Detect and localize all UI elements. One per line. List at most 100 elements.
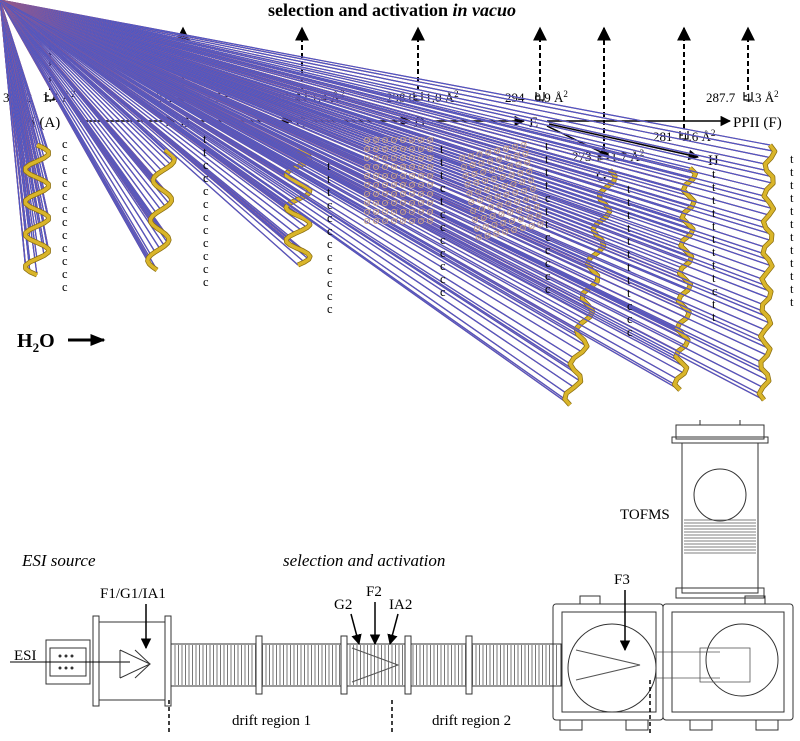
isomer-H-2: t: [712, 193, 716, 207]
isomer-F-1: t: [790, 165, 794, 179]
ia2-label: IA2: [389, 597, 412, 613]
isomer-G-11: c: [627, 325, 633, 339]
drift-tube-flanges: [255, 635, 473, 695]
peptide-structures: [0, 0, 778, 407]
isomer-H-7: t: [712, 258, 716, 272]
main-chamber-left-inner: [561, 611, 657, 713]
isomer-A-9: c: [62, 254, 68, 268]
isomer-F-11: t: [790, 295, 794, 309]
isomer-D-11: c: [440, 285, 446, 299]
isomer-C-11: c: [327, 302, 333, 316]
isomer-A-10: c: [62, 267, 68, 281]
g2-label: G2: [334, 597, 352, 613]
f3-funnel: [575, 649, 641, 681]
isomer-H-10: t: [712, 297, 716, 311]
main-chamber-right: [662, 603, 794, 721]
f1g1ia1-label: F1/G1/IA1: [100, 586, 166, 602]
crystal-lattices: [363, 136, 544, 241]
state-label-F: PPII (F): [733, 115, 782, 131]
isomer-B-6: c: [203, 210, 209, 224]
isomer-D-0: t: [440, 142, 444, 156]
isomer-H-11: t: [712, 310, 716, 324]
isomer-E-7: c: [545, 230, 551, 244]
isomer-H-1: t: [712, 180, 716, 194]
source-flange-right: [164, 615, 172, 707]
isomer-D-2: t: [440, 168, 444, 182]
state-label-D: D: [414, 115, 425, 131]
pointer-g2: [350, 613, 362, 646]
isomer-E-0: t: [545, 139, 549, 153]
isomer-G-4: t: [627, 234, 631, 248]
isomer-E-6: t: [545, 217, 549, 231]
isomer-A-1: c: [62, 150, 68, 164]
isomer-F-7: t: [790, 243, 794, 257]
esi-label: ESI: [14, 648, 37, 664]
chamber-port-left: [567, 623, 657, 713]
isomer-D-6: c: [440, 220, 446, 234]
isomer-C-8: c: [327, 263, 333, 277]
isomer-D-9: c: [440, 259, 446, 273]
isomer-A-11: c: [62, 280, 68, 294]
source-flange-left: [92, 615, 100, 707]
middle-funnel: [351, 647, 400, 683]
isomer-F-4: t: [790, 204, 794, 218]
isomer-B-4: c: [203, 184, 209, 198]
isomer-C-3: c: [327, 198, 333, 212]
state-label-H: H: [708, 153, 719, 169]
tof-tube: [681, 442, 759, 594]
isomer-F-5: t: [790, 217, 794, 231]
gate-markers: [168, 680, 651, 735]
isomer-G-5: t: [627, 247, 631, 261]
instrument-pointers: [140, 590, 631, 652]
isomer-D-5: c: [440, 207, 446, 221]
isomer-G-2: t: [627, 208, 631, 222]
isomer-A-2: c: [62, 163, 68, 177]
svg-text:H2O: H2O: [17, 330, 55, 355]
tof-port: [693, 468, 747, 522]
tofms-label: TOFMS: [620, 507, 670, 523]
drift-tube-rings: [174, 645, 557, 685]
isomer-A-3: c: [62, 176, 68, 190]
tof-top-flange: [675, 424, 765, 440]
isomer-D-10: c: [440, 272, 446, 286]
isomer-E-4: c: [545, 191, 551, 205]
isomer-F-0: t: [790, 152, 794, 166]
peptide-A: [0, 0, 51, 278]
isomer-E-8: c: [545, 243, 551, 257]
isomer-A-6: c: [62, 215, 68, 229]
isomer-B-8: c: [203, 236, 209, 250]
isomer-E-9: c: [545, 256, 551, 270]
isomer-G-0: t: [627, 182, 631, 196]
isomer-C-9: c: [327, 276, 333, 290]
isomer-E-1: t: [545, 152, 549, 166]
isomer-C-7: c: [327, 250, 333, 264]
state-label-G: G: [596, 169, 607, 185]
isomer-B-7: c: [203, 223, 209, 237]
isomer-E-10: c: [545, 269, 551, 283]
isomer-A-7: c: [62, 228, 68, 242]
state-label-E: E: [529, 115, 538, 131]
isomer-G-3: t: [627, 221, 631, 235]
source-funnel: [119, 649, 152, 679]
isomer-H-6: t: [712, 245, 716, 259]
isomer-D-4: t: [440, 194, 444, 208]
isomer-C-4: c: [327, 211, 333, 225]
main-chamber-left: [552, 603, 664, 721]
isomer-D-7: c: [440, 233, 446, 247]
isomer-B-10: c: [203, 262, 209, 276]
instrument: [10, 420, 794, 731]
isomer-G-10: c: [627, 312, 633, 326]
isomer-columns: ccccccccccccttcccccccccctttccccccccctttc…: [62, 132, 794, 339]
isomer-B-3: c: [203, 171, 209, 185]
isomer-B-1: t: [203, 145, 207, 159]
isomer-G-8: t: [627, 286, 631, 300]
lattice-D: [363, 136, 435, 225]
instrument-labels: ESI source selection and activation F1/G…: [14, 507, 670, 729]
